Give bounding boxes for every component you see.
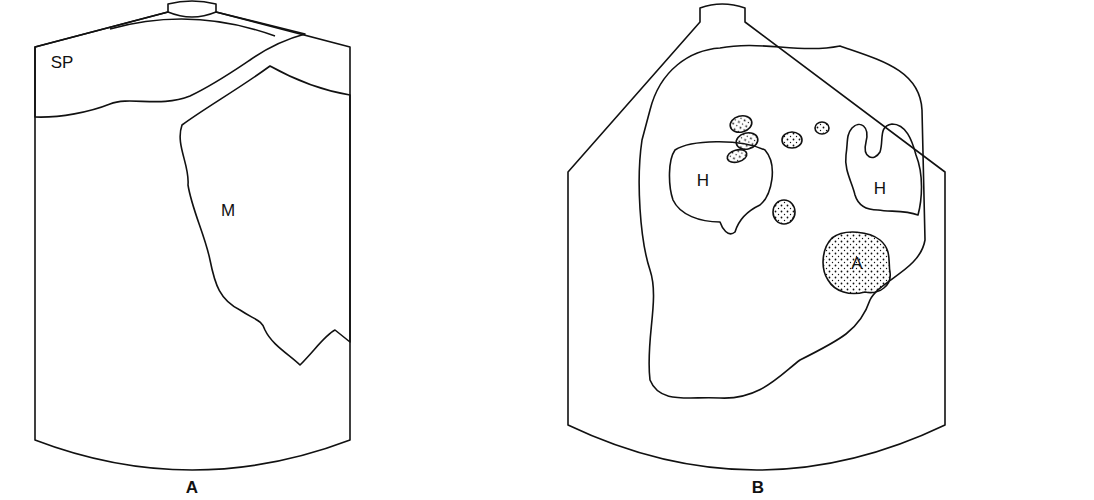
hypoechoic-area [846, 124, 922, 215]
nodules [726, 113, 829, 224]
panel-letter: A [186, 479, 198, 496]
region-label: SP [51, 54, 74, 71]
panel-letter: B [752, 479, 764, 496]
outline [665, 135, 780, 240]
region-label: H [874, 180, 886, 197]
region-outline [180, 66, 350, 365]
region-outline: M [180, 60, 352, 372]
hypoechoic-area [669, 142, 772, 234]
mass-outline [639, 45, 925, 398]
region-label: M [221, 202, 235, 219]
hypoechoic-area: H [665, 135, 780, 240]
scan-frame [35, 1, 350, 470]
outline [840, 118, 930, 220]
outline [35, 0, 310, 125]
scan-frame [568, 4, 945, 470]
region-label: H [697, 172, 709, 189]
region-label: A [851, 255, 862, 272]
stippled-area [823, 232, 890, 293]
region-outline: SP [35, 0, 310, 125]
outline [180, 60, 352, 372]
hypoechoic-area: H [840, 118, 930, 220]
region-outline [35, 12, 305, 117]
stippled-area: A [815, 225, 897, 300]
